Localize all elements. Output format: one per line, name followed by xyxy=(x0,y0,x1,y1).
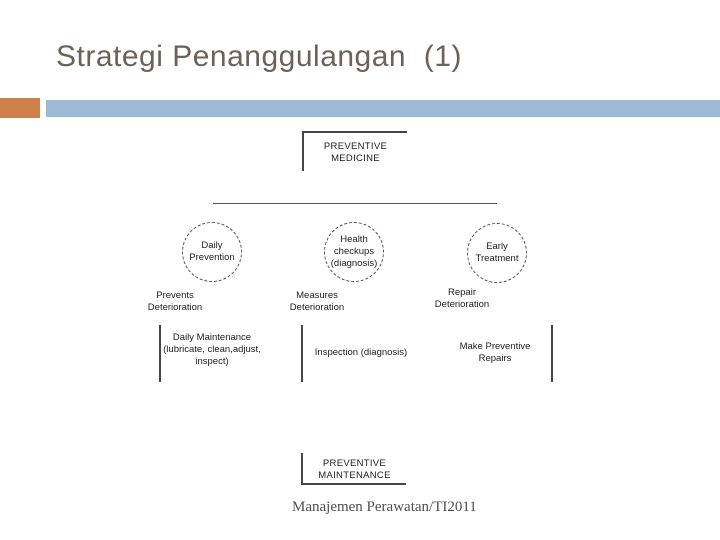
branch-connector-line xyxy=(213,203,497,204)
action-make-preventive-repairs: Make Preventive Repairs xyxy=(459,341,531,364)
circle-daily-prevention: Daily Prevention xyxy=(182,222,242,282)
action-divider-left xyxy=(159,325,161,382)
action-inspection-diagnosis: Inspection (diagnosis) xyxy=(314,347,408,358)
label-measures-deterioration: Measures Deterioration xyxy=(289,290,345,313)
label-prevents-deterioration: Prevents Deterioration xyxy=(147,290,203,313)
circle-early-treatment: Early Treatment xyxy=(467,223,527,283)
footer-text: Manajemen Perawatan/TI2011 xyxy=(292,499,477,515)
node-preventive-maintenance-label: PREVENTIVE MAINTENANCE xyxy=(318,458,391,481)
page-title: Strategi Penanggulangan (1) xyxy=(56,40,462,73)
node-preventive-medicine-label: PREVENTIVE MEDICINE xyxy=(323,141,388,164)
node-preventive-medicine: PREVENTIVE MEDICINE xyxy=(302,131,407,171)
accent-bar-orange xyxy=(0,98,40,118)
circle-daily-prevention-label: Daily Prevention xyxy=(189,240,235,263)
action-divider-middle xyxy=(301,325,303,382)
label-repair-deterioration: Repair Deterioration xyxy=(434,287,490,310)
node-preventive-maintenance: PREVENTIVE MAINTENANCE xyxy=(301,453,406,485)
action-daily-maintenance: Daily Maintenance (lubricate, clean,adju… xyxy=(163,332,261,367)
circle-early-treatment-label: Early Treatment xyxy=(475,241,519,264)
accent-bar-blue xyxy=(46,100,720,117)
circle-health-checkups-label: Health checkups (diagnosis) xyxy=(330,234,378,269)
action-divider-right xyxy=(551,325,553,382)
circle-health-checkups: Health checkups (diagnosis) xyxy=(324,222,384,282)
